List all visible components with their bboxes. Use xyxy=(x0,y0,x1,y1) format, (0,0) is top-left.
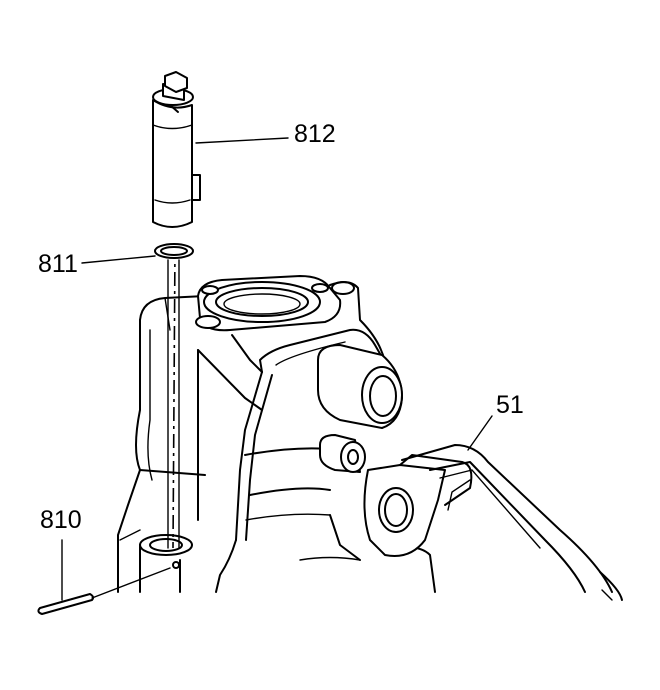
pan-51 xyxy=(401,444,623,601)
leader-51 xyxy=(467,415,493,451)
callout-51: 51 xyxy=(496,391,524,419)
leader-811 xyxy=(81,255,156,264)
part-811-o-ring xyxy=(154,243,194,259)
callout-812: 812 xyxy=(294,120,336,148)
callout-811: 811 xyxy=(38,250,78,278)
housing xyxy=(117,275,436,593)
callout-810: 810 xyxy=(40,506,82,534)
mounting-bracket xyxy=(363,454,463,557)
stub-boss xyxy=(319,434,366,473)
leader-812 xyxy=(195,137,289,144)
side-port xyxy=(317,344,403,429)
part-812-solenoid xyxy=(152,71,201,228)
part-810-pin xyxy=(37,567,171,615)
assembly-axis xyxy=(172,244,176,549)
